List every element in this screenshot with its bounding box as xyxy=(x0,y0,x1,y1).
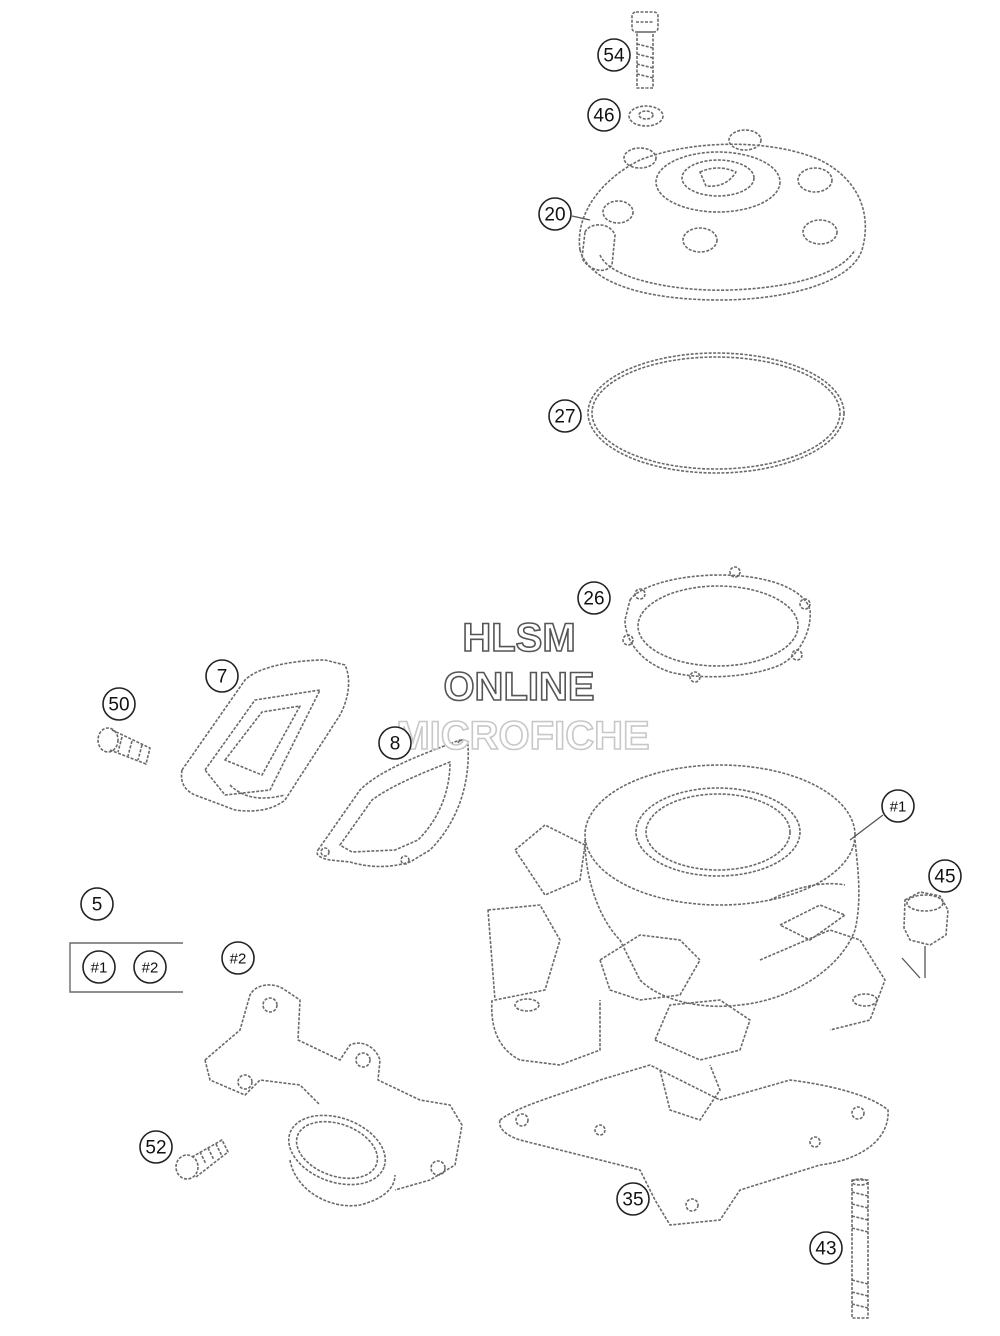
part-52-screw xyxy=(175,1139,229,1180)
callout-5-label: 5 xyxy=(92,895,103,916)
part-54-bolt xyxy=(631,11,659,89)
callout-26-label: 26 xyxy=(583,589,604,610)
part-43-stud xyxy=(851,1178,869,1319)
watermark: HLSM ONLINE MICROFICHE xyxy=(396,615,651,759)
callout-1[interactable]: #1 xyxy=(881,789,915,823)
callout-50-label: 50 xyxy=(108,695,129,716)
callout-52[interactable]: 52 xyxy=(139,1130,173,1164)
kit-item-1[interactable]: #1 xyxy=(82,950,116,984)
callout-46[interactable]: 46 xyxy=(587,98,621,132)
callout-27-label: 27 xyxy=(554,407,575,428)
part-20-cylinder-head xyxy=(571,129,867,301)
callout-35-label: 35 xyxy=(622,1190,643,1211)
callout-20[interactable]: 20 xyxy=(538,197,572,231)
callout-54[interactable]: 54 xyxy=(597,38,631,72)
kit-box-5 xyxy=(69,942,183,993)
callout-46-label: 46 xyxy=(593,106,614,127)
callout-5[interactable]: 5 xyxy=(80,887,114,921)
callout-52-label: 52 xyxy=(145,1138,166,1159)
watermark-line3: MICROFICHE xyxy=(396,714,649,758)
part-27-o-ring xyxy=(587,352,845,474)
part-35-cylinder-gasket xyxy=(498,1064,889,1226)
callout-26[interactable]: 26 xyxy=(577,581,611,615)
part-7-reed-valve xyxy=(180,659,350,812)
callout-35[interactable]: 35 xyxy=(616,1182,650,1216)
callout-50[interactable]: 50 xyxy=(102,687,136,721)
part-26-base-gasket xyxy=(622,566,811,683)
callout-7[interactable]: 7 xyxy=(205,659,239,693)
part-8-reed-gasket xyxy=(316,739,470,868)
callout-43[interactable]: 43 xyxy=(809,1231,843,1265)
callout-43-label: 43 xyxy=(815,1239,836,1260)
callout-54-label: 54 xyxy=(603,46,625,67)
callout-1-label: #1 xyxy=(890,799,907,816)
callout-7-label: 7 xyxy=(217,667,228,688)
callout-27[interactable]: 27 xyxy=(548,399,582,433)
kit-item-2-label: #2 xyxy=(142,960,159,977)
watermark-line1: HLSM xyxy=(462,616,575,660)
part-50-screw xyxy=(97,727,151,765)
kit-item-1-label: #1 xyxy=(91,960,108,977)
watermark-line2: ONLINE xyxy=(443,665,594,709)
part-1-cylinder xyxy=(487,764,886,1121)
callout-20-label: 20 xyxy=(544,205,565,226)
callout-8-label: 8 xyxy=(390,734,401,755)
part-45-nut xyxy=(901,891,949,979)
callout-2[interactable]: #2 xyxy=(221,941,255,975)
callout-8[interactable]: 8 xyxy=(378,726,412,760)
callout-45-label: 45 xyxy=(934,867,955,888)
part-46-washer xyxy=(628,105,664,127)
kit-item-2[interactable]: #2 xyxy=(133,950,167,984)
callout-45[interactable]: 45 xyxy=(928,859,962,893)
callout-2-label: #2 xyxy=(230,951,247,968)
part-2-intake-manifold xyxy=(204,984,463,1207)
